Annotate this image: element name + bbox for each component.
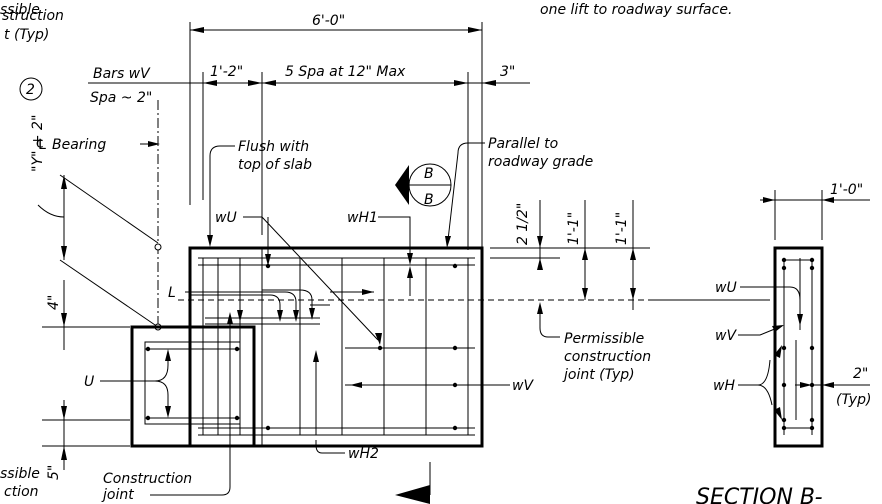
- label-parallel-line1: Parallel to: [488, 136, 558, 152]
- svg-text:1'-0": 1'-0": [830, 182, 863, 198]
- label-cl-bearing: ℄ Bearing: [35, 137, 106, 153]
- y-dim-leader: [37, 204, 65, 218]
- label-right-wv: wV: [715, 328, 737, 344]
- wu-leader: [243, 216, 379, 341]
- y-dim-extension-bottom: [59, 259, 159, 328]
- dim-y-plus-2: "Y" + 2": [30, 115, 46, 172]
- bearing-point-upper: [154, 243, 162, 251]
- label-u: U: [84, 374, 94, 390]
- rebar-l-hooks: [185, 289, 374, 322]
- label-wv: wV: [512, 378, 534, 394]
- svg-text:(Typ): (Typ): [836, 392, 871, 408]
- parallel-leader: [447, 142, 485, 241]
- section-cut-marker: B B: [395, 163, 452, 208]
- section-title: SECTION B-: [696, 485, 823, 504]
- rebar-dots: [145, 263, 458, 431]
- dim-end-cover-label: 3": [500, 64, 515, 80]
- note-top-left-line2: struction: [2, 8, 64, 24]
- label-right-wh: wH: [713, 378, 735, 394]
- svg-text:2": 2": [853, 366, 868, 382]
- label-flush-line1: Flush with: [238, 139, 309, 155]
- note-top-right: one lift to roadway surface.: [540, 2, 732, 18]
- label-wu: wU: [215, 210, 237, 226]
- note-top-left-line3: t (Typ): [4, 27, 49, 43]
- bearing-seat-outline: [130, 325, 256, 448]
- dimension-overall-width: 6'-0": [189, 13, 483, 250]
- svg-text:5": 5": [46, 465, 62, 480]
- dim-first-space-label: 1'-2": [210, 64, 243, 80]
- label-wh2: wH2: [348, 446, 379, 462]
- dimension-right-top: 1'-0": [760, 182, 870, 240]
- bottom-section-arrow: [395, 485, 430, 504]
- note-bottom-left-line1: ssible: [0, 466, 40, 482]
- dimension-right-2-inch: 2" (Typ): [795, 366, 871, 408]
- svg-text:2: 2: [26, 82, 35, 98]
- svg-text:2 1/2": 2 1/2": [515, 203, 531, 245]
- callout-number-2: 2: [19, 77, 43, 101]
- label-flush-line2: top of slab: [238, 157, 312, 173]
- label-construction-line1: Construction: [103, 471, 192, 487]
- dim-spacing-label: 5 Spa at 12" Max: [285, 64, 406, 80]
- label-wh1: wH1: [347, 210, 378, 226]
- dim-overall-label: 6'-0": [312, 13, 345, 29]
- note-bottom-left-line2: ction: [4, 484, 39, 500]
- dimension-5-inch: 5": [42, 400, 130, 480]
- dimension-right-verticals: 2 1/2" 1'-1" 1'-1": [490, 200, 650, 310]
- permissible-leader: [539, 308, 560, 338]
- rebar-vertical-bars: [202, 258, 469, 435]
- note-top-left-line1: ssible: [0, 2, 40, 18]
- svg-text:4": 4": [46, 295, 62, 310]
- end-diaphragm-outline: [188, 246, 484, 448]
- right-section-rebar: [781, 257, 815, 435]
- right-section-outline: [773, 246, 824, 448]
- dimension-4-inch: 4": [42, 280, 130, 350]
- label-parallel-line2: roadway grade: [488, 154, 593, 170]
- flush-leader: [209, 145, 235, 240]
- label-bars-wv: Bars wV: [93, 66, 151, 82]
- label-permissible-line2: construction: [564, 349, 651, 365]
- label-spa-2: Spa ~ 2": [90, 90, 152, 106]
- svg-text:1'-1": 1'-1": [566, 212, 582, 245]
- label-right-wu: wU: [715, 280, 737, 296]
- label-l: L: [168, 285, 176, 301]
- wh1-leader: [378, 216, 411, 260]
- label-permissible-line1: Permissible: [564, 331, 644, 347]
- section-mark-top: B: [424, 166, 434, 182]
- dimension-spacing-row: 1'-2" 5 Spa at 12" Max 3": [165, 64, 530, 250]
- label-permissible-line3: joint (Typ): [562, 367, 635, 383]
- construction-joint-leader: [150, 318, 231, 496]
- svg-text:1'-1": 1'-1": [614, 212, 630, 245]
- wh2-leader: [315, 440, 345, 454]
- y-dim-extension-top: [59, 174, 159, 244]
- label-construction-line2: joint: [101, 487, 134, 503]
- section-mark-bottom: B: [424, 192, 434, 208]
